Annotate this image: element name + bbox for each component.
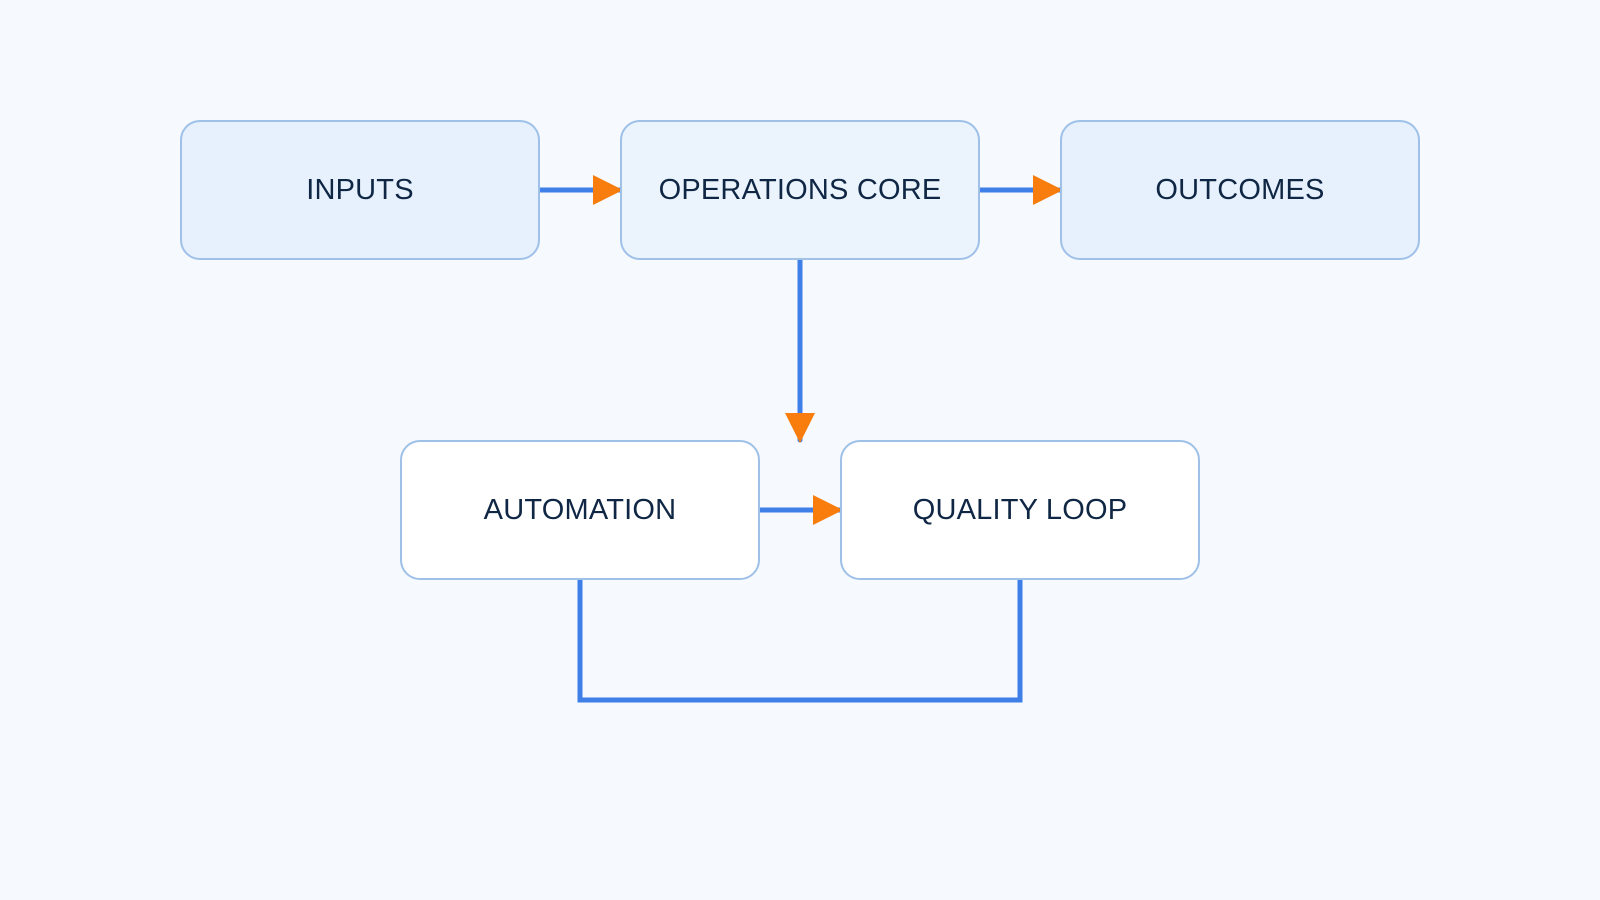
node-inputs: INPUTS bbox=[180, 120, 540, 260]
node-automation-label: AUTOMATION bbox=[483, 493, 677, 526]
node-outcomes-label: OUTCOMES bbox=[1155, 173, 1325, 206]
node-operations-core: OPERATIONS CORE bbox=[620, 120, 980, 260]
node-outcomes: OUTCOMES bbox=[1060, 120, 1420, 260]
connector-feedback-loop bbox=[577, 577, 1023, 703]
node-quality-loop: QUALITY LOOP bbox=[840, 440, 1200, 580]
node-quality-loop-label: QUALITY LOOP bbox=[912, 493, 1128, 526]
node-inputs-label: INPUTS bbox=[306, 173, 414, 206]
node-operations-core-label: OPERATIONS CORE bbox=[658, 173, 942, 206]
node-automation: AUTOMATION bbox=[400, 440, 760, 580]
